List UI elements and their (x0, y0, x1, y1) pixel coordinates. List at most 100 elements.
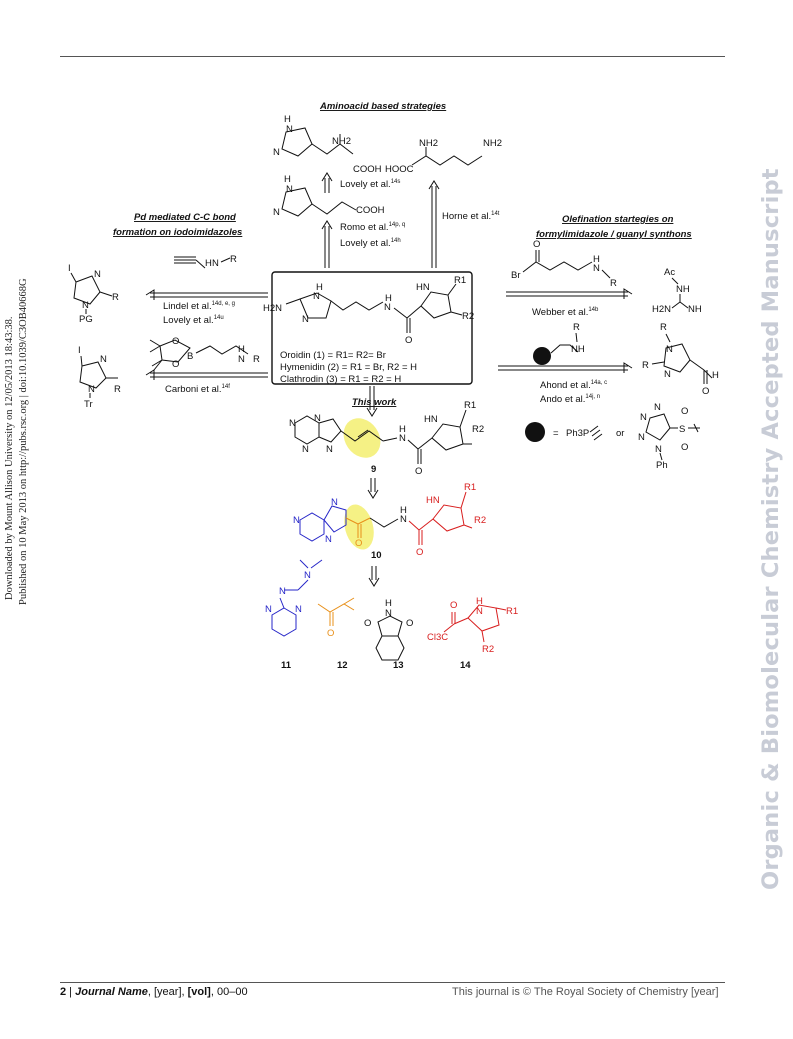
ref-carboni: Carboni et al.14f (165, 384, 230, 395)
compound-11-structure: N N N N (265, 559, 323, 637)
ref-ahond: Ahond et al.14a, c (540, 380, 607, 391)
svg-text:O: O (415, 466, 422, 477)
retro-arrow-center-3 (368, 566, 380, 587)
heading-pd-2: formation on iodoimidazoles (113, 227, 242, 238)
svg-text:Ph3P: Ph3P (566, 428, 589, 439)
svg-text:N: N (655, 444, 662, 455)
svg-text:S: S (679, 424, 685, 435)
svg-text:N: N (400, 514, 407, 525)
retro-arrow-left-1 (145, 289, 268, 300)
retro-arrow-top-3 (428, 180, 440, 268)
solid-support-bead (533, 347, 551, 365)
svg-text:N: N (593, 263, 600, 274)
label-13: 13 (393, 660, 404, 671)
heading-olefination-1: Olefination startegies on (562, 214, 674, 225)
svg-text:H2N: H2N (263, 303, 282, 314)
label-12: 12 (337, 660, 348, 671)
compound-10-enone-part: O (345, 517, 371, 549)
svg-text:N: N (279, 586, 286, 597)
svg-text:N: N (304, 570, 311, 581)
formylimidazole-structure: R N N R H O (642, 322, 719, 397)
svg-text:O: O (681, 442, 688, 453)
acetylguanidine-structure: Ac NH H2N NH (652, 267, 702, 315)
svg-text:I: I (78, 345, 81, 356)
histidine-structure: H N N NH2 COOH (273, 114, 382, 175)
legend-bead (525, 422, 545, 442)
svg-text:B: B (187, 351, 193, 362)
svg-text:N: N (94, 269, 101, 280)
reagent-legend: = Ph3P or (525, 422, 624, 442)
svg-text:N: N (286, 184, 293, 195)
svg-text:N: N (273, 147, 280, 158)
svg-text:N: N (384, 302, 391, 313)
heading-this-work: This work (352, 397, 397, 408)
svg-text:N: N (302, 314, 309, 325)
svg-text:O: O (355, 538, 362, 549)
retro-arrow-top-1 (321, 172, 333, 193)
oroidin-structure: H2N H N N H N O HN R1 R2 (263, 275, 474, 346)
iodoimidazole-tr-structure: I N N R Tr (78, 345, 121, 410)
svg-text:H: H (284, 174, 291, 185)
svg-text:R2: R2 (462, 311, 474, 322)
svg-text:COOH: COOH (353, 164, 382, 175)
retro-arrow-left-2 (145, 369, 268, 380)
svg-text:O: O (533, 239, 540, 250)
svg-text:N: N (385, 608, 392, 619)
ref-lovely-14h: Lovely et al.14h (340, 238, 401, 249)
compound-10-pyrimidine-part: N N N (293, 497, 347, 545)
box-name-clathrodin: Clathrodin (3) = R1 = R2 = H (280, 374, 401, 385)
svg-text:O: O (327, 628, 334, 639)
retro-arrow-right-2 (498, 362, 633, 373)
svg-text:R: R (642, 360, 649, 371)
compound-14-structure: O Cl3C H N R1 R2 (427, 596, 518, 655)
svg-text:NH2: NH2 (332, 136, 351, 147)
svg-text:R: R (610, 278, 617, 289)
ref-ando: Ando et al.14j, n (540, 394, 600, 405)
svg-text:N: N (331, 497, 338, 508)
box-name-oroidin: Oroidin (1) = R1= R2= Br (280, 350, 386, 361)
svg-text:N: N (265, 604, 272, 615)
svg-text:Tr: Tr (84, 399, 93, 410)
bromoketone-structure: Br O H N R (511, 239, 617, 289)
svg-text:O: O (450, 600, 457, 611)
svg-text:Ph: Ph (656, 460, 668, 471)
svg-text:N: N (326, 444, 333, 455)
journal-volume: [vol] (187, 986, 211, 998)
svg-text:N: N (654, 402, 661, 413)
svg-text:N: N (666, 344, 673, 355)
svg-text:N: N (273, 207, 280, 218)
label-9: 9 (371, 464, 376, 475)
svg-text:I: I (68, 263, 71, 274)
svg-text:H2N: H2N (652, 304, 671, 315)
retro-arrow-top-2 (321, 220, 333, 268)
page-number: 2 (60, 986, 67, 998)
ornithine-structure: HOOC NH2 NH2 (385, 138, 502, 175)
compound-10-linker-part: H N (369, 505, 407, 528)
compound-13-structure: H N O O (364, 598, 413, 661)
label-14: 14 (460, 660, 471, 671)
svg-text:R1: R1 (454, 275, 466, 286)
svg-text:N: N (640, 412, 647, 423)
retro-arrow-center-2 (367, 478, 379, 499)
svg-text:N: N (289, 418, 296, 429)
svg-text:PG: PG (79, 314, 93, 325)
svg-text:R: R (230, 254, 237, 265)
highlight-10 (344, 504, 374, 550)
svg-text:R1: R1 (464, 482, 476, 493)
svg-text:R1: R1 (506, 606, 518, 617)
svg-text:R2: R2 (474, 515, 486, 526)
highlight-9 (343, 418, 381, 458)
svg-text:Cl3C: Cl3C (427, 632, 448, 643)
label-11: 11 (281, 660, 292, 671)
svg-text:N: N (82, 300, 89, 311)
journal-year: [year] (153, 986, 182, 998)
svg-text:R: R (573, 322, 580, 333)
svg-text:O: O (364, 618, 371, 629)
heading-aminoacid: Aminoacid based strategies (319, 101, 446, 112)
svg-text:HN: HN (416, 282, 430, 293)
ref-horne: Horne et al.14t (442, 211, 500, 222)
svg-text:N: N (88, 384, 95, 395)
svg-text:N: N (100, 354, 107, 365)
svg-text:R: R (114, 384, 121, 395)
